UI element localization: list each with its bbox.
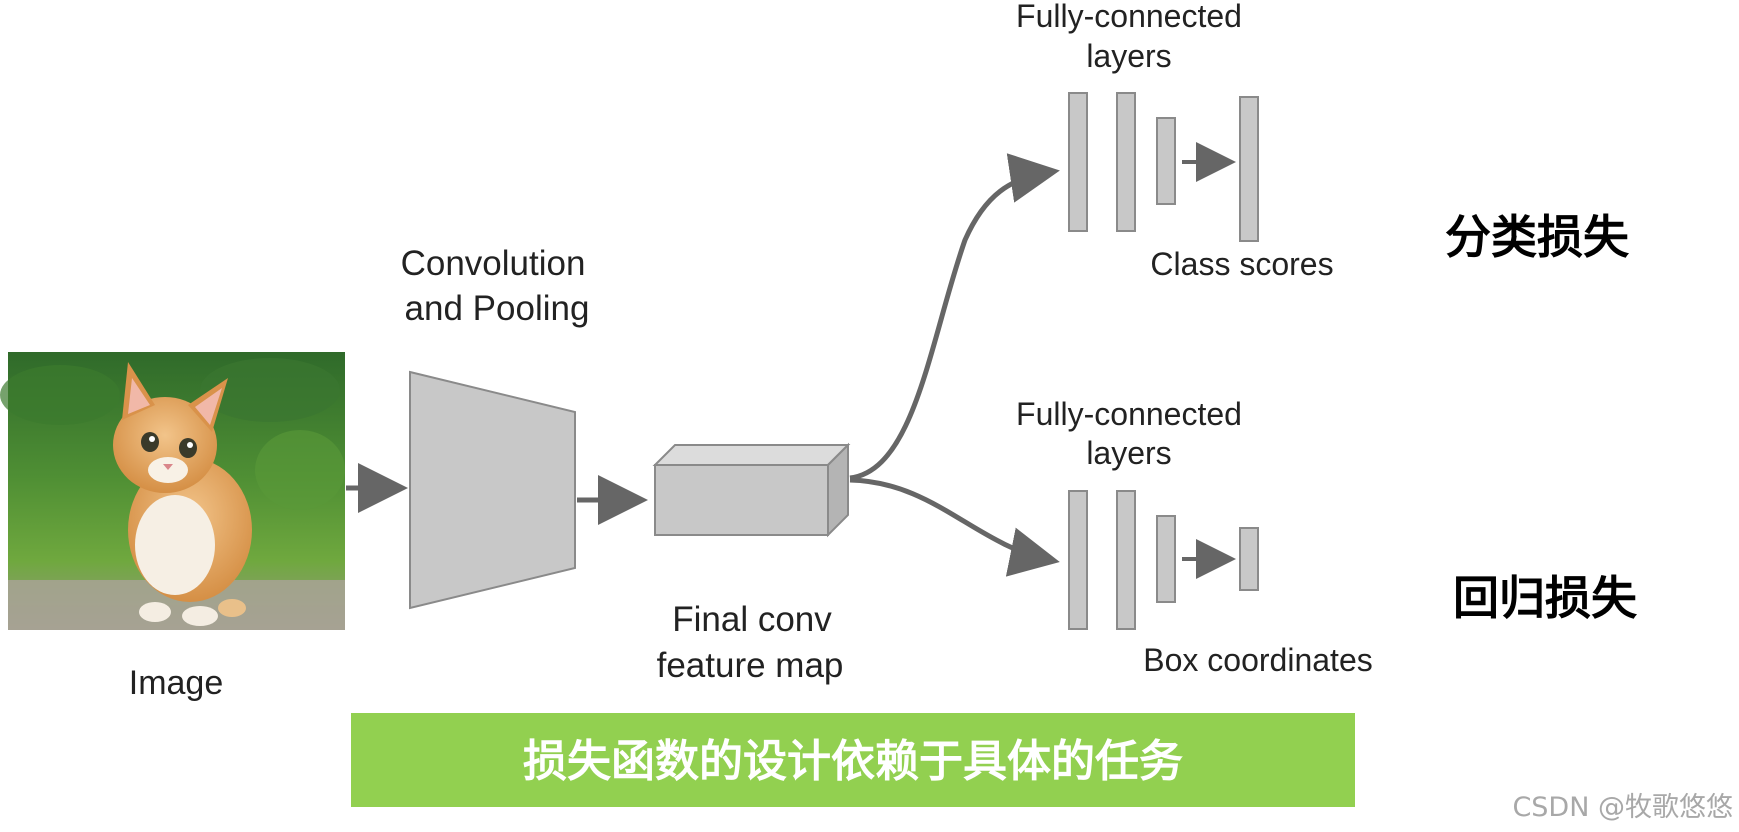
arrow-feature-to-class-head (849, 153, 1060, 481)
fc-bottom-layer-2 (1116, 490, 1136, 630)
fc-bottom-label-line1: Fully-connected (1016, 396, 1242, 432)
watermark: CSDN @牧歌悠悠 (1512, 792, 1733, 823)
fc-top-label-line2: layers (1086, 38, 1171, 74)
summary-banner-text: 损失函数的设计依赖于具体的任务 (523, 736, 1183, 787)
feature-label-line2: feature map (657, 646, 844, 685)
conv-pooling-block (409, 370, 576, 610)
classification-loss-label: 分类损失 (1445, 210, 1630, 264)
fc-top-layer-1 (1068, 92, 1088, 232)
class-scores-label: Class scores (1150, 246, 1333, 282)
summary-banner (351, 713, 1355, 807)
conv-label-line2: and Pooling (405, 289, 590, 328)
arrow-feature-to-box-head (849, 477, 1060, 577)
class-scores-layer (1239, 96, 1259, 242)
regression-loss-label: 回归损失 (1453, 571, 1638, 625)
image-label: Image (129, 664, 224, 702)
fc-top-label-line1: Fully-connected (1016, 0, 1242, 34)
fc-bottom-layer-1 (1068, 490, 1088, 630)
conv-label-line1: Convolution (401, 244, 586, 283)
feature-label-line1: Final conv (672, 600, 832, 639)
feature-map-block (652, 442, 851, 538)
box-coordinates-layer (1239, 527, 1259, 591)
box-coordinates-label: Box coordinates (1143, 642, 1372, 678)
fc-top-layer-2 (1116, 92, 1136, 232)
kitten-image (0, 352, 345, 630)
fc-bottom-layer-3 (1156, 515, 1176, 603)
fc-top-layer-3 (1156, 117, 1176, 205)
fc-bottom-label-line2: layers (1086, 435, 1171, 471)
